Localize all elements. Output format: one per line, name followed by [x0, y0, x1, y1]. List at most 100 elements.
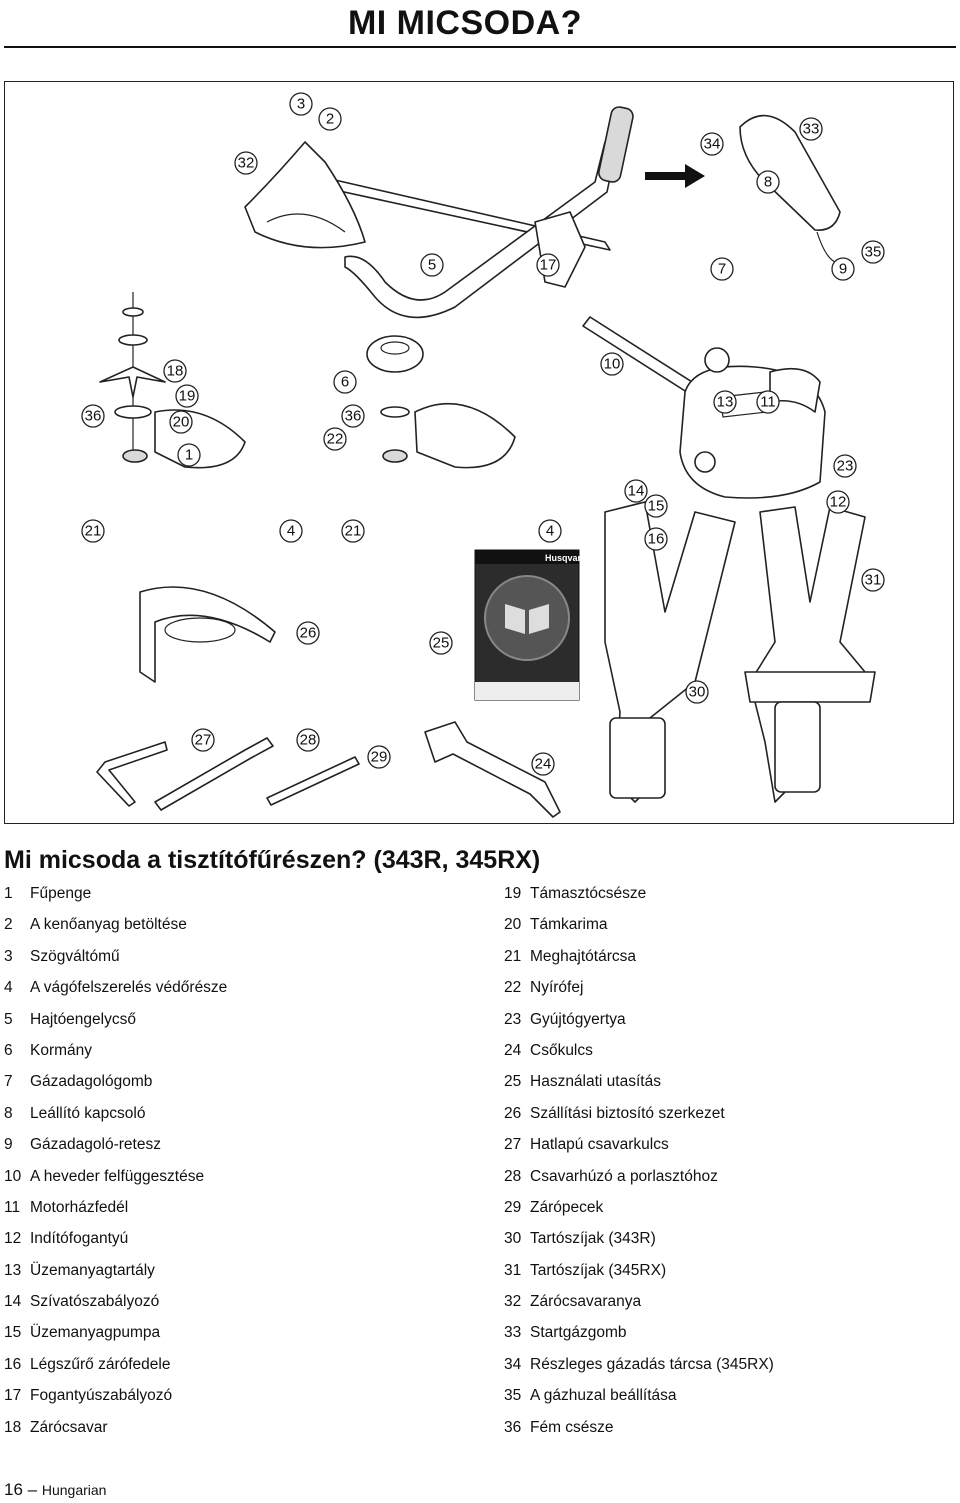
screwdriver — [154, 737, 274, 811]
svg-text:4: 4 — [546, 523, 554, 540]
footer-language: Hungarian — [41, 1482, 107, 1498]
svg-text:24: 24 — [535, 756, 552, 773]
manual-brand-label: Husqvarna — [545, 553, 593, 563]
svg-text:31: 31 — [865, 572, 882, 589]
svg-text:36: 36 — [85, 408, 102, 425]
svg-text:3: 3 — [297, 96, 305, 113]
svg-text:14: 14 — [628, 483, 645, 500]
socket-wrench — [424, 721, 561, 818]
svg-text:21: 21 — [85, 523, 102, 540]
svg-text:17: 17 — [540, 257, 557, 274]
svg-text:15: 15 — [648, 498, 665, 515]
guard-top — [244, 141, 366, 249]
svg-text:8: 8 — [764, 174, 772, 191]
svg-text:18: 18 — [167, 363, 184, 380]
trimmer-guard — [414, 402, 516, 469]
throttle-handle — [598, 106, 634, 183]
hex-key — [96, 741, 168, 807]
throttle-detail — [739, 114, 841, 231]
svg-text:4: 4 — [287, 523, 295, 540]
svg-text:16: 16 — [648, 531, 665, 548]
footer-separator: – — [27, 1480, 38, 1499]
svg-text:13: 13 — [717, 394, 734, 411]
section-heading: Mi micsoda a tisztítófűrészen? (343R, 34… — [4, 846, 541, 874]
svg-text:6: 6 — [341, 374, 349, 391]
starter-housing — [769, 367, 821, 413]
svg-text:33: 33 — [803, 121, 820, 138]
svg-text:29: 29 — [371, 749, 388, 766]
svg-text:21: 21 — [345, 523, 362, 540]
svg-text:34: 34 — [704, 136, 721, 153]
svg-text:10: 10 — [604, 356, 621, 373]
svg-text:9: 9 — [839, 261, 847, 278]
svg-text:19: 19 — [179, 388, 196, 405]
drive-shaft-lower — [582, 316, 701, 397]
svg-text:36: 36 — [345, 408, 362, 425]
svg-text:11: 11 — [760, 394, 776, 411]
transport-guard — [139, 586, 276, 683]
svg-text:5: 5 — [428, 257, 436, 274]
svg-text:12: 12 — [830, 494, 847, 511]
parts-illustration: Husqvarna 1 2 3 4 4 5 6 7 8 9 10 11 12 1… — [4, 81, 954, 824]
svg-text:20: 20 — [173, 414, 190, 431]
svg-text:25: 25 — [433, 635, 450, 652]
air-filter-cover — [694, 451, 716, 473]
svg-text:7: 7 — [718, 261, 726, 278]
svg-text:30: 30 — [689, 684, 706, 701]
svg-text:27: 27 — [195, 732, 212, 749]
svg-text:22: 22 — [327, 431, 344, 448]
page-title: MI MICSODA? — [347, 4, 582, 42]
page-number: 16 — [4, 1480, 23, 1499]
locking-pin — [266, 756, 360, 806]
blade-guard — [154, 409, 246, 469]
svg-text:32: 32 — [238, 155, 255, 172]
book-icon — [505, 604, 549, 634]
svg-text:26: 26 — [300, 625, 317, 642]
svg-text:1: 1 — [185, 447, 193, 464]
exploded-view-drawing: Husqvarna 1 2 3 4 4 5 6 7 8 9 10 11 12 1… — [81, 92, 885, 818]
svg-text:2: 2 — [326, 111, 334, 128]
svg-text:35: 35 — [865, 244, 882, 261]
svg-text:28: 28 — [300, 732, 317, 749]
svg-text:23: 23 — [837, 458, 854, 475]
title-divider — [4, 46, 956, 48]
page-footer: 16 – Hungarian — [4, 1480, 106, 1500]
handle-clamp — [534, 211, 586, 288]
grass-blade — [99, 366, 166, 398]
arrow — [645, 164, 705, 188]
